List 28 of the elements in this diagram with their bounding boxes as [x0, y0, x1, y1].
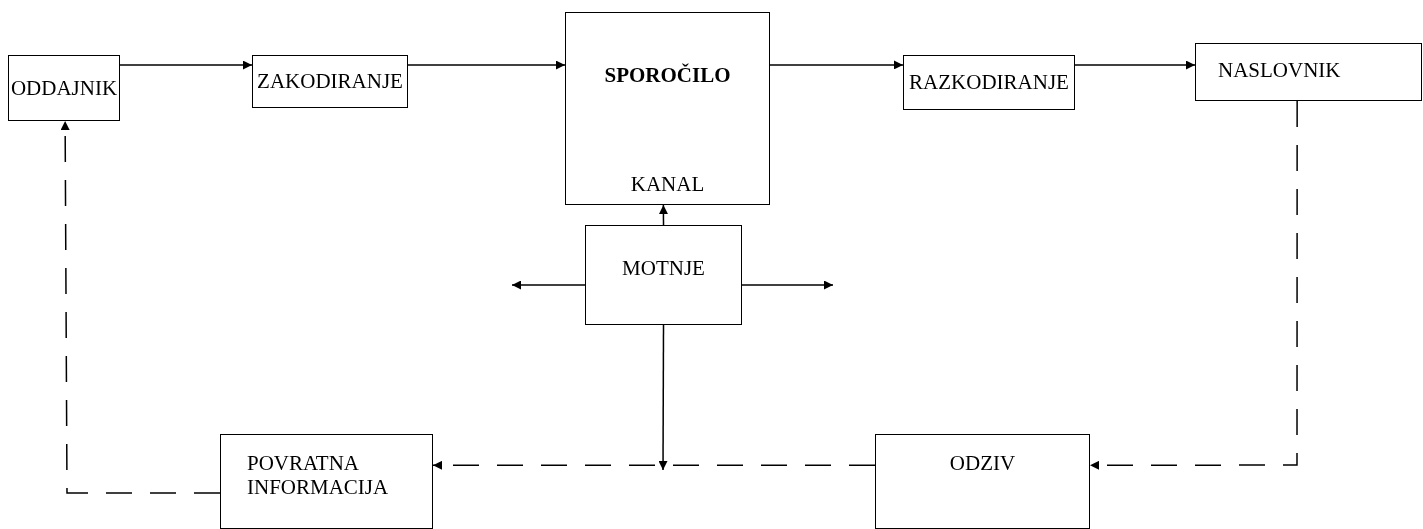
process-box — [252, 55, 408, 108]
arrow — [60, 120, 221, 494]
box-label: ODDAJNIK — [10, 75, 118, 101]
process-box — [875, 434, 1090, 529]
arrow — [1089, 100, 1298, 470]
box-label: NASLOVNIK — [1218, 58, 1341, 83]
box-label: POVRATNA INFORMACIJA — [247, 451, 390, 500]
arrow — [1074, 60, 1196, 70]
arrow — [741, 280, 834, 290]
box-label: RAZKODIRANJE — [909, 70, 1069, 95]
box-label: KANAL — [630, 171, 705, 196]
process-box — [585, 225, 742, 325]
box-label: ODZIV — [949, 451, 1016, 476]
arrow — [658, 324, 668, 471]
arrow — [511, 280, 586, 290]
box-label: ZAKODIRANJE — [257, 69, 403, 94]
process-box — [565, 12, 770, 205]
arrow — [769, 60, 904, 70]
box-label: MOTNJE — [622, 256, 705, 281]
process-box — [903, 55, 1075, 110]
process-box — [220, 434, 433, 529]
arrow — [407, 60, 566, 70]
box-label: SPOROČILO — [604, 63, 731, 88]
process-box — [1195, 43, 1422, 101]
arrow — [432, 460, 876, 470]
process-box — [8, 55, 120, 121]
arrow — [119, 60, 253, 70]
arrow — [658, 204, 668, 226]
